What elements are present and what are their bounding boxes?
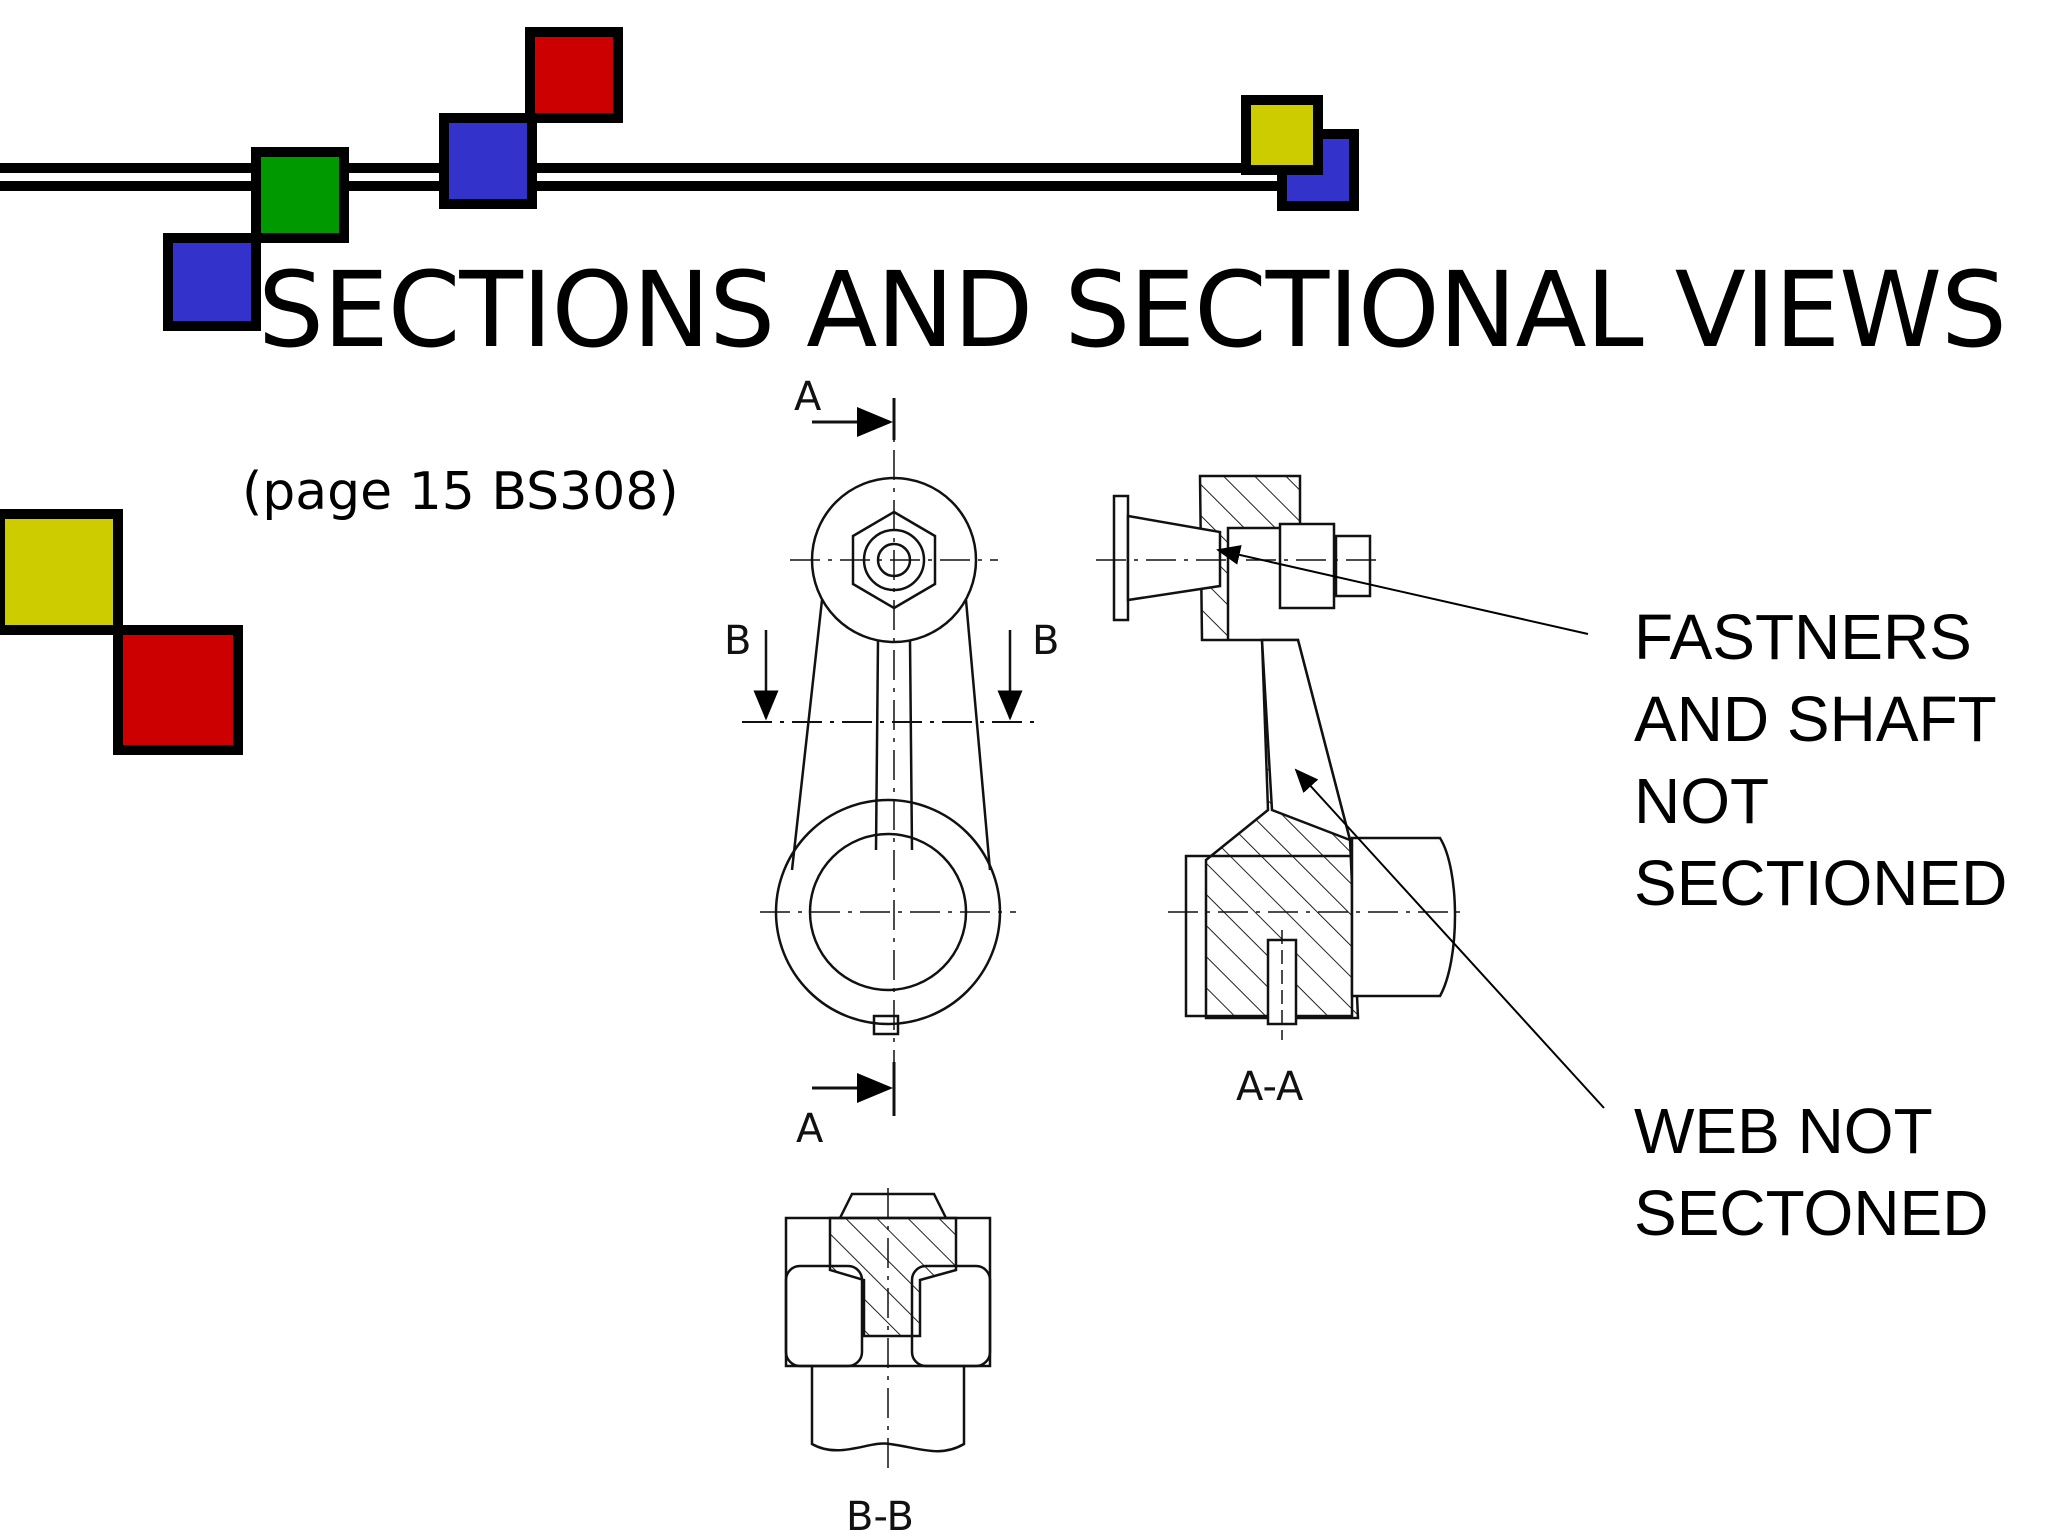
callout-fasteners-line-3: NOT bbox=[1634, 765, 1770, 837]
hex-nut-front bbox=[851, 510, 937, 610]
front-view bbox=[742, 398, 1034, 1116]
pin-head bbox=[1112, 494, 1130, 622]
callout-web-line-2: SECTONED bbox=[1634, 1177, 1989, 1249]
section-aa-web bbox=[1260, 638, 1352, 843]
leader-fasteners bbox=[1216, 545, 1589, 635]
page-title: SECTIONS AND SECTIONAL VIEWS bbox=[258, 249, 2007, 371]
callout-fasteners-line-4: SECTIONED bbox=[1634, 847, 2008, 919]
label-section-bb: B-B bbox=[846, 1494, 914, 1536]
decor-square-red bbox=[525, 27, 623, 123]
section-bb-view bbox=[784, 1188, 992, 1470]
decor-square-blue-1 bbox=[163, 233, 261, 331]
washer-side bbox=[1334, 534, 1372, 598]
decor-square-blue-2 bbox=[439, 113, 537, 209]
callout-web: WEB NOT SECTONED bbox=[1634, 1090, 1988, 1254]
section-bb-left-pad bbox=[784, 1264, 864, 1368]
pin-body bbox=[1126, 514, 1222, 602]
callout-fasteners-line-2: AND SHAFT bbox=[1634, 683, 1997, 755]
callout-fasteners: FASTNERS AND SHAFT NOT SECTIONED bbox=[1634, 596, 2007, 924]
section-aa-view bbox=[1096, 474, 1466, 1040]
arm-rib-right bbox=[908, 639, 914, 851]
shaft-right bbox=[1350, 836, 1457, 998]
label-section-aa: A-A bbox=[1236, 1064, 1304, 1110]
arm-left-edge bbox=[790, 599, 824, 871]
label-a-top: A bbox=[794, 374, 822, 420]
leader-web bbox=[1294, 768, 1605, 1109]
label-a-bottom: A bbox=[796, 1106, 824, 1152]
arm-right-edge bbox=[964, 599, 992, 871]
decor-square-green bbox=[251, 147, 349, 243]
nut-side bbox=[1278, 522, 1336, 610]
callout-web-line-1: WEB NOT bbox=[1634, 1095, 1933, 1167]
page-subtitle: (page 15 BS308) bbox=[242, 462, 679, 522]
decor-square-red-2 bbox=[113, 625, 243, 755]
callout-fasteners-line-1: FASTNERS bbox=[1634, 601, 1972, 673]
set-screw-front bbox=[872, 1014, 900, 1036]
section-bb-top bbox=[838, 1192, 948, 1219]
section-bb-right-pad bbox=[910, 1264, 992, 1368]
label-b-left: B bbox=[724, 618, 751, 664]
arm-rib-left bbox=[874, 639, 880, 851]
section-bb-core bbox=[828, 1216, 958, 1338]
decor-square-yellow-1 bbox=[1241, 95, 1323, 175]
section-bb-shaft bbox=[810, 1366, 966, 1453]
decor-square-yellow-2 bbox=[0, 509, 123, 635]
label-b-right: B bbox=[1032, 618, 1059, 664]
